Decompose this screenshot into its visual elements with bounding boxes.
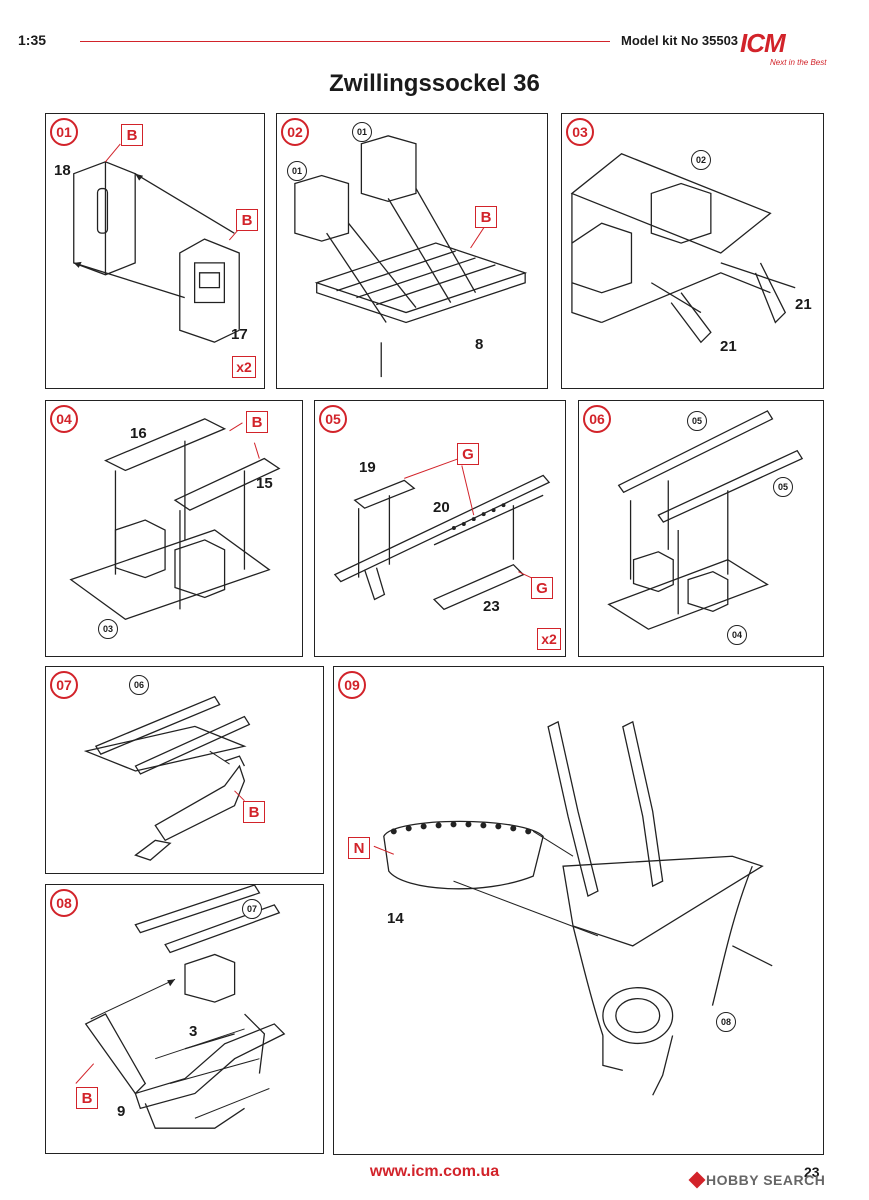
page-title: Zwillingssockel 36	[329, 70, 540, 97]
sprue-label: N	[348, 837, 370, 859]
sprue-label: G	[531, 577, 553, 599]
multiplier-badge: x2	[232, 356, 256, 378]
step-02-illustration	[294, 135, 528, 378]
ref-step: 02	[691, 150, 711, 170]
kit-number: Model kit No 35503	[621, 33, 739, 48]
step-08-illustration	[75, 885, 286, 1129]
step-01-panel: 01 B B 18 17 x2	[45, 113, 265, 389]
part-number: 9	[117, 1103, 126, 1120]
ref-step: 01	[287, 161, 307, 181]
part-number: 20	[433, 499, 450, 516]
ref-step: 04	[727, 625, 747, 645]
step-05-illustration	[333, 458, 551, 611]
part-number: 3	[189, 1023, 198, 1040]
step-number: 03	[566, 118, 594, 146]
page-number: 23	[804, 1164, 820, 1180]
logo-tagline: Next in the Best	[770, 58, 827, 67]
step-09-panel: 09 N 14 08	[333, 666, 824, 1155]
ref-step: 01	[352, 122, 372, 142]
step-number: 06	[583, 405, 611, 433]
ref-step: 03	[98, 619, 118, 639]
part-number: 14	[387, 910, 404, 927]
step-07-panel: 07 06 B	[45, 666, 324, 874]
sprue-label: B	[76, 1087, 98, 1109]
step-07-illustration	[83, 695, 251, 861]
step-number: 07	[50, 671, 78, 699]
part-number: 21	[795, 296, 812, 313]
step-09-illustration	[373, 720, 773, 1096]
part-number: 18	[54, 162, 71, 179]
sprue-label: B	[475, 206, 497, 228]
ref-step: 08	[716, 1012, 736, 1032]
part-number: 21	[720, 338, 737, 355]
step-number: 04	[50, 405, 78, 433]
logo-mark: ICM	[740, 28, 786, 58]
multiplier-badge: x2	[537, 628, 561, 650]
scale-label: 1:35	[18, 32, 47, 48]
sprue-label: B	[121, 124, 143, 146]
step-04-illustration	[69, 418, 281, 621]
step-03-panel: 03 02 21 21	[561, 113, 824, 389]
part-number: 16	[130, 425, 147, 442]
ref-step: 05	[773, 477, 793, 497]
step-number: 01	[50, 118, 78, 146]
step-05-panel: 05 19 20 23 G G x2	[314, 400, 566, 657]
part-number: 19	[359, 459, 376, 476]
sprue-label: B	[246, 411, 268, 433]
part-number: 23	[483, 598, 500, 615]
part-number: 15	[256, 475, 273, 492]
icm-logo: ICM Next in the Best	[740, 28, 850, 72]
step-03-illustration	[570, 153, 796, 344]
step-04-panel: 04 16 15 B 03	[45, 400, 303, 657]
step-01-illustration	[73, 143, 243, 343]
ref-step: 06	[129, 675, 149, 695]
sprue-label: B	[236, 209, 258, 231]
part-number: 8	[475, 336, 484, 353]
step-02-panel: 02 01 01 B 8	[276, 113, 548, 389]
sprue-label: G	[457, 443, 479, 465]
watermark-label: HOBBY SEARCH	[706, 1172, 826, 1188]
ref-step: 05	[687, 411, 707, 431]
part-number: 17	[231, 326, 248, 343]
header-rule	[80, 41, 610, 42]
step-number: 05	[319, 405, 347, 433]
ref-step: 07	[242, 899, 262, 919]
step-08-panel: 08 07 3 9 B	[45, 884, 324, 1154]
sprue-label: B	[243, 801, 265, 823]
step-number: 09	[338, 671, 366, 699]
footer-url[interactable]: www.icm.com.ua	[369, 1163, 500, 1180]
step-number: 02	[281, 118, 309, 146]
step-06-illustration	[607, 410, 804, 630]
step-06-panel: 06 05 05 04	[578, 400, 824, 657]
step-number: 08	[50, 889, 78, 917]
